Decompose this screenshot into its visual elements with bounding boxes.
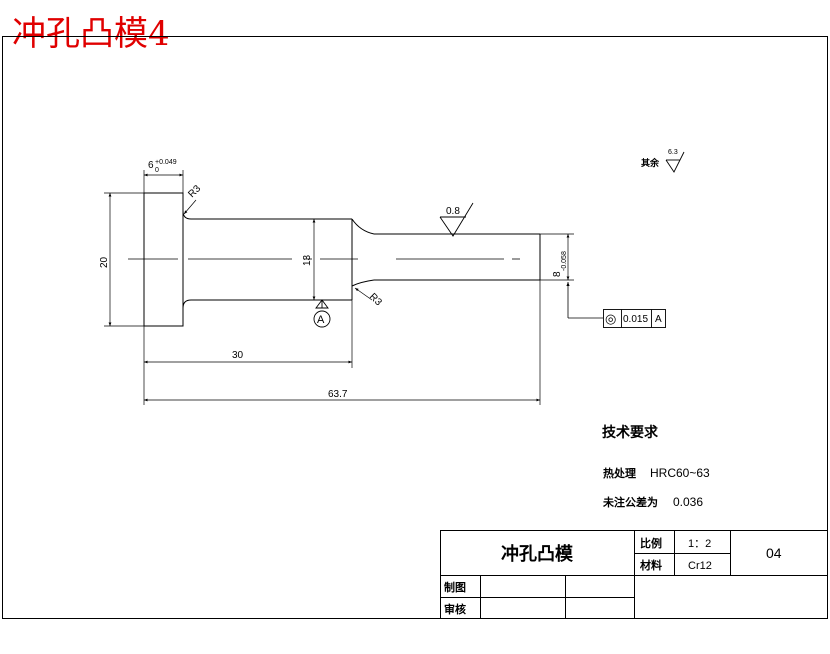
tech-requirements-heading: 技术要求 — [602, 424, 659, 441]
tolerance-frame: ◎ 0.015 A — [566, 282, 666, 328]
tolerance-value: 0.015 — [623, 314, 648, 325]
scale-value: 1：2 — [688, 538, 711, 550]
material-value: Cr12 — [688, 560, 712, 572]
radius-head-text: R3 — [186, 183, 203, 200]
shoulder-fillet-top — [351, 218, 375, 235]
head-fillet-bottom — [182, 299, 192, 309]
dim-shoulder-length-text: 30 — [232, 350, 244, 361]
sheet-border — [2, 36, 828, 619]
dim-head-thickness-tol-lower: 0 — [155, 167, 159, 174]
roughness-others-label: 其余 — [641, 157, 660, 169]
head-fillet-top — [182, 210, 192, 220]
dim-head-thickness-tol-upper: +0.049 — [155, 159, 177, 166]
roughness-symbol-tip: 0.8 — [439, 202, 474, 237]
dim-tip-diameter-text: 8 — [552, 271, 563, 277]
roughness-others: 其余 6.3 — [641, 149, 685, 173]
tolerance-datum: A — [655, 314, 662, 325]
concentricity-icon: ◎ — [605, 311, 616, 326]
title-block — [440, 530, 828, 619]
heat-treatment-label: 热处理 — [603, 466, 636, 480]
title-block-texts: 冲孔凸模 比例 1：2 材料 Cr12 04 制图 审核 — [444, 536, 782, 616]
drawn-by-label: 制图 — [444, 580, 466, 594]
part-name: 冲孔凸模 — [501, 543, 574, 565]
radius-shoulder-text: R3 — [367, 291, 384, 308]
heat-treatment-value: HRC60~63 — [650, 466, 710, 480]
tolerance-note-value: 0.036 — [673, 495, 703, 509]
dimension-lines — [104, 170, 574, 405]
punch-outline — [143, 192, 541, 327]
leader-radius-head — [183, 199, 197, 215]
datum-symbol: A — [313, 299, 331, 328]
drawing-number: 04 — [766, 545, 782, 561]
dim-head-thickness-text: 6 — [148, 160, 154, 171]
checked-by-label: 审核 — [444, 602, 466, 616]
leader-radius-shoulder — [354, 287, 373, 301]
dim-total-length-text: 63.7 — [328, 389, 348, 400]
roughness-tip-value: 0.8 — [446, 206, 460, 217]
scale-label: 比例 — [640, 536, 662, 550]
tech-requirements: 技术要求 热处理 HRC60~63 未注公差为 0.036 — [602, 424, 710, 509]
dimension-texts: 6 +0.049 0 20 13 8 -0.058 30 63.7 R3 R3 — [99, 159, 568, 400]
roughness-others-value: 6.3 — [668, 149, 678, 156]
punch-head — [143, 192, 184, 327]
dim-head-diameter-text: 20 — [99, 256, 110, 268]
tolerance-note-label: 未注公差为 — [602, 495, 658, 509]
dim-tip-diameter-tol: -0.058 — [561, 251, 568, 271]
material-label: 材料 — [640, 558, 662, 572]
shoulder-fillet-bottom — [351, 279, 375, 287]
dim-shank-diameter-text: 13 — [302, 254, 313, 266]
datum-letter: A — [317, 314, 325, 326]
drawing-title: 冲孔凸模4 — [12, 14, 170, 54]
